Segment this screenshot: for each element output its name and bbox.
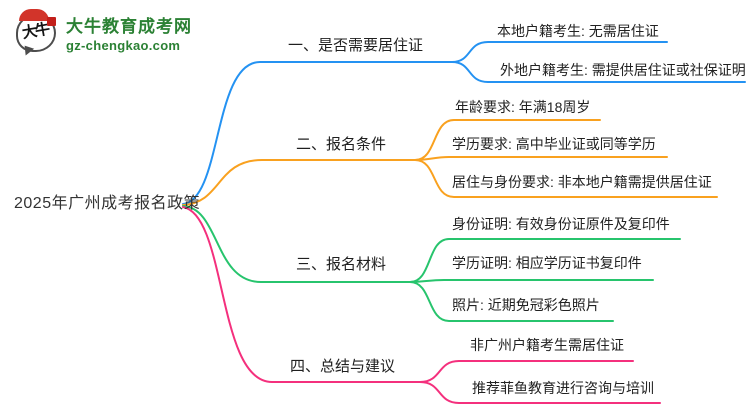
branch-2-child-3-line xyxy=(414,159,718,198)
branch-2-child-1-line xyxy=(414,119,601,161)
branch-4-child-2: 推荐菲鱼教育进行咨询与培训 xyxy=(472,380,654,396)
branch-4-child-1: 非广州户籍考生需居住证 xyxy=(470,337,624,353)
branch-3-main-line xyxy=(182,205,411,283)
root-node: 2025年广州成考报名政策 xyxy=(14,195,201,212)
logo-bubble-icon: 大牛 xyxy=(16,9,58,58)
branch-2-label: 二、报名条件 xyxy=(296,136,387,153)
branch-3-child-1-line xyxy=(409,238,681,283)
branch-2-child-2-line xyxy=(414,156,668,161)
branch-3-child-1: 身份证明: 有效身份证原件及复印件 xyxy=(452,216,670,232)
branch-1-child-1: 本地户籍考生: 无需居住证 xyxy=(497,23,659,39)
branch-3-child-3: 照片: 近期免冠彩色照片 xyxy=(452,297,600,313)
logo-red-arc-icon xyxy=(19,9,49,21)
branch-2-child-2: 学历要求: 高中毕业证或同等学历 xyxy=(452,136,656,152)
branch-3-child-3-line xyxy=(409,281,614,322)
logo-seal-icon xyxy=(47,17,56,26)
branch-1-child-2: 外地户籍考生: 需提供居住证或社保证明 xyxy=(500,62,746,78)
branch-1-child-2-line xyxy=(451,61,746,83)
branch-4-main-line xyxy=(182,206,421,383)
site-logo: 大牛 大牛教育成考网 gz-chengkao.com xyxy=(16,9,192,58)
branch-1-main-line xyxy=(182,61,453,205)
site-name: 大牛教育成考网 xyxy=(66,16,192,36)
branch-4-child-2-line xyxy=(419,381,661,404)
branch-2-child-1: 年龄要求: 年满18周岁 xyxy=(455,99,591,115)
branch-3-label: 三、报名材料 xyxy=(296,256,387,273)
branch-1-label: 一、是否需要居住证 xyxy=(288,37,424,54)
branch-4-child-1-line xyxy=(419,360,634,383)
branch-1-child-1-line xyxy=(451,41,668,63)
branch-2-child-3: 居住与身份要求: 非本地户籍需提供居住证 xyxy=(452,174,712,190)
branch-2-main-line xyxy=(182,159,416,206)
branch-4-label: 四、总结与建议 xyxy=(290,358,396,375)
site-url: gz-chengkao.com xyxy=(66,37,181,53)
logo-hanzi-text: 大牛 xyxy=(20,20,50,43)
branch-3-child-2-line xyxy=(409,279,654,283)
branch-3-child-2: 学历证明: 相应学历证书复印件 xyxy=(452,255,642,271)
